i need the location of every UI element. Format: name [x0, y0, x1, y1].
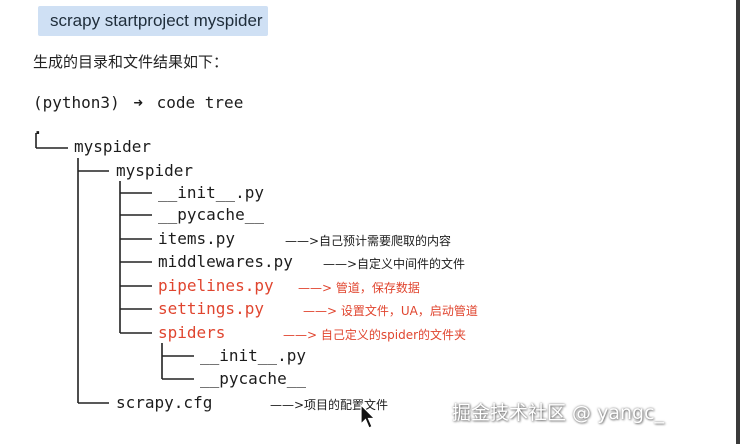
watermark: 掘金技术社区 @ yangc_ [452, 402, 665, 424]
tree-spiders-init: __init__.py [200, 346, 306, 365]
annotation-pipelines: ——> 管道，保存数据 [298, 281, 420, 295]
tree-item-middlewares: middlewares.py [158, 252, 293, 271]
tree-item-spiders: spiders [158, 323, 226, 342]
prompt-env: (python3) [33, 93, 120, 112]
arrow-icon: ➜ [133, 93, 143, 112]
tree-config-file: scrapy.cfg [116, 393, 213, 412]
tree-item-pycache: __pycache__ [158, 205, 264, 224]
tree-item-init: __init__.py [158, 183, 264, 202]
annotation-middlewares: ——>自定义中间件的文件 [323, 257, 466, 271]
annotation-config: ——>项目的配置文件 [270, 398, 389, 412]
prompt-command: code tree [156, 93, 244, 112]
tree-package-dir: myspider [116, 161, 194, 180]
command-highlight [38, 6, 268, 36]
startproject-command: scrapy startproject myspider [50, 11, 263, 30]
tree-project-dir: myspider [74, 137, 152, 156]
annotation-items: ——>自己预计需要爬取的内容 [285, 234, 452, 248]
annotation-spiders: ——> 自己定义的spider的文件夹 [283, 328, 467, 342]
window-edge [736, 0, 740, 444]
annotation-settings: ——> 设置文件，UA，启动管道 [303, 304, 478, 318]
mouse-pointer-icon [360, 403, 376, 434]
tree-root: . [33, 119, 43, 138]
tree-item-pipelines: pipelines.py [158, 276, 274, 295]
intro-text: 生成的目录和文件结果如下： [33, 53, 229, 71]
tree-item-settings: settings.py [158, 299, 264, 318]
tree-item-items: items.py [158, 229, 236, 248]
tree-spiders-pycache: __pycache__ [200, 369, 306, 388]
shell-prompt: (python3) ➜ code tree [33, 93, 243, 112]
